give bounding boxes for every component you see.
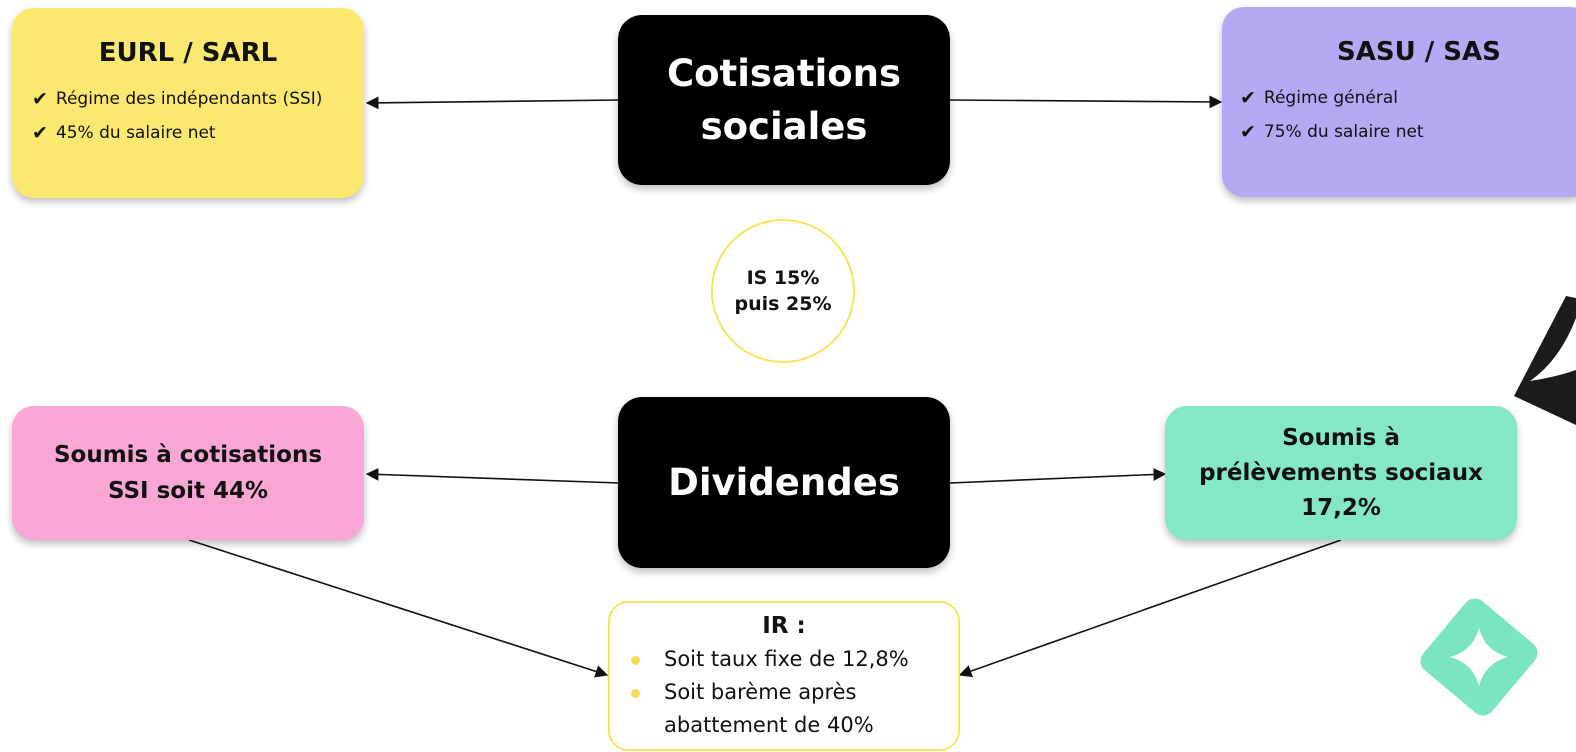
- arrow-dividendes-to-prelevements: [949, 468, 1167, 484]
- ir-bullet-text: abattement de 40%: [664, 713, 874, 737]
- sasu-title: SASU / SAS: [1337, 37, 1501, 67]
- dark-star-icon: [1514, 296, 1576, 425]
- cotisations-sociales-node: Cotisations sociales: [618, 15, 950, 185]
- dividendes-node: Dividendes: [618, 397, 950, 568]
- list-item-text: 75% du salaire net: [1263, 122, 1424, 142]
- list-item-text: 45% du salaire net: [55, 123, 216, 143]
- dividendes-label: Dividendes: [668, 461, 900, 504]
- arrow-cotisations-to-sasu: [949, 95, 1223, 109]
- list-item: Soit taux fixe de 12,8%: [610, 643, 958, 676]
- prelevements-sociaux-box: Soumis à prélèvements sociaux 17,2%: [1165, 406, 1517, 540]
- sasu-list: ✔ Régime général ✔ 75% du salaire net: [1240, 87, 1572, 143]
- is-rate-line-2: puis 25%: [734, 293, 832, 315]
- ir-bullet-text: Soit taux fixe de 12,8%: [664, 647, 909, 671]
- checkmark-icon: ✔: [1240, 87, 1256, 109]
- ir-bullet-text: Soit barème après: [664, 680, 857, 704]
- eurl-sarl-card: EURL / SARL ✔ Régime des indépendants (S…: [12, 8, 364, 198]
- list-item: ✔ Régime des indépendants (SSI): [32, 88, 344, 110]
- checkmark-icon: ✔: [1240, 121, 1256, 143]
- list-item: ✔ Régime général: [1240, 87, 1572, 109]
- bullet-dot-icon: [631, 656, 640, 665]
- sasu-sas-card: SASU / SAS ✔ Régime général ✔ 75% du sal…: [1222, 7, 1576, 197]
- cotisations-line-2: sociales: [700, 105, 868, 148]
- ssi-cotisations-box: Soumis à cotisations SSI soit 44%: [12, 406, 364, 540]
- arrow-dividendes-to-ssi: [365, 468, 620, 484]
- ssi-line-2: SSI soit 44%: [107, 478, 269, 504]
- arrow-ssi-to-ir: [188, 539, 609, 678]
- list-item: abattement de 40%: [610, 709, 958, 742]
- prelevements-line-1: Soumis à: [1282, 424, 1400, 451]
- list-item: Soit barème après: [610, 676, 958, 709]
- prelevements-line-3: 17,2%: [1301, 494, 1381, 521]
- list-item: ✔ 45% du salaire net: [32, 122, 344, 144]
- list-item-text: Régime général: [1263, 88, 1398, 108]
- prelevements-line-2: prélèvements sociaux: [1199, 459, 1483, 486]
- eurl-title: EURL / SARL: [98, 38, 278, 68]
- checkmark-icon: ✔: [32, 122, 48, 144]
- checkmark-icon: ✔: [32, 88, 48, 110]
- cotisations-line-1: Cotisations: [666, 52, 902, 95]
- bullet-dot-icon: [631, 689, 640, 698]
- eurl-list: ✔ Régime des indépendants (SSI) ✔ 45% du…: [32, 88, 344, 144]
- sparkle-star-icon: [1420, 598, 1538, 716]
- ssi-line-1: Soumis à cotisations: [53, 442, 323, 468]
- arrow-cotisations-to-eurl: [365, 96, 620, 110]
- is-rate-line-1: IS 15%: [746, 267, 820, 289]
- ir-title: IR :: [762, 613, 806, 639]
- is-rate-circle: IS 15% puis 25%: [711, 219, 855, 363]
- ir-bullet-list: Soit taux fixe de 12,8% Soit barème aprè…: [610, 643, 958, 742]
- list-item-text: Régime des indépendants (SSI): [55, 89, 323, 109]
- arrow-prelevements-to-ir: [958, 539, 1342, 678]
- ir-box: IR : Soit taux fixe de 12,8% Soit barème…: [608, 601, 960, 751]
- list-item: ✔ 75% du salaire net: [1240, 121, 1572, 143]
